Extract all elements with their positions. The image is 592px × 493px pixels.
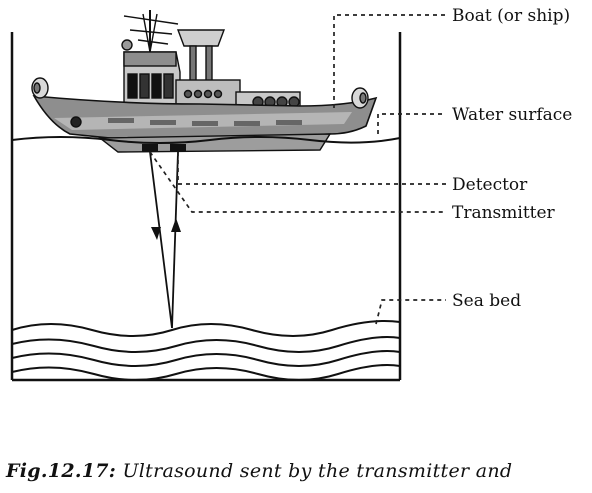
sea-bed-leader-line (375, 299, 446, 325)
detector-label: Detector (452, 175, 528, 195)
sea-bed (11, 320, 401, 381)
ship (31, 10, 378, 153)
water-surface-leader-line (377, 113, 446, 134)
figure-caption: Fig.12.17: Ultrasound sent by the transm… (6, 460, 512, 482)
transmitter-box (170, 144, 186, 152)
radar-tower (176, 29, 226, 85)
water-surface-line (11, 136, 401, 144)
water-surface-label: Water surface (452, 105, 572, 125)
detector-leader-line (177, 152, 446, 185)
transmitter-label: Transmitter (452, 203, 556, 223)
porthole (70, 116, 82, 128)
boat-leader-line (333, 14, 446, 108)
ultrasound-rays (149, 151, 179, 329)
caption-label: Fig.12.17: (6, 460, 117, 482)
caption-text: Ultrasound sent by the transmitter and (122, 460, 513, 482)
hull-stripes (108, 118, 302, 126)
ray-arrow-up (171, 218, 181, 232)
ray-arrow-down (151, 227, 161, 240)
transmitter-leader-line (149, 151, 446, 213)
stern-lamp (351, 87, 369, 109)
boat-label: Boat (or ship) (452, 6, 570, 26)
detector-box (142, 144, 158, 152)
bow-lamp (31, 77, 49, 99)
sea-bed-label: Sea bed (452, 291, 521, 311)
